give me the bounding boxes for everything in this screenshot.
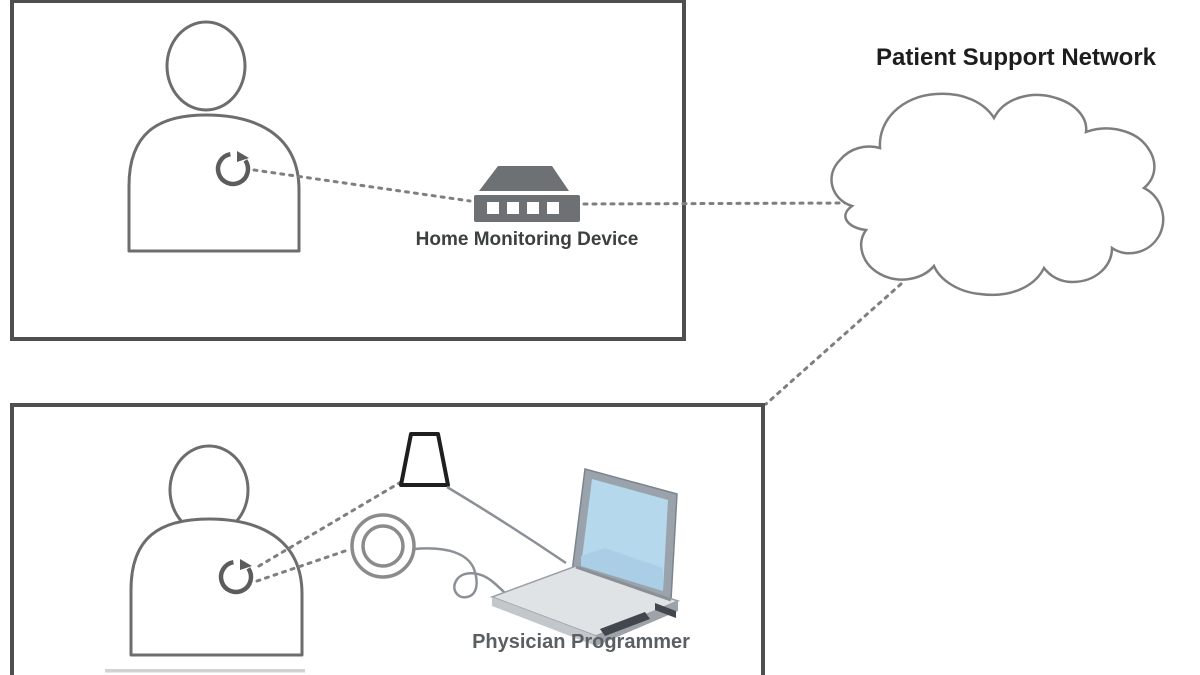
link-implant-to-antenna	[257, 480, 403, 568]
antenna-cable	[446, 485, 567, 565]
link-implant-to-monitor	[252, 168, 472, 203]
link-implant-to-wand	[255, 548, 350, 583]
patient-icon	[127, 20, 301, 253]
telemetry-antenna-icon	[399, 432, 450, 487]
programmer-wand-icon	[350, 513, 416, 579]
physician-programmer-label: Physician Programmer	[472, 631, 690, 653]
patient-icon	[129, 444, 304, 657]
laptop-icon	[489, 468, 681, 646]
link-monitor-to-network	[582, 201, 850, 206]
link-network-to-clinic	[764, 282, 903, 406]
home-monitoring-device-label: Home Monitoring Device	[415, 229, 639, 250]
wand-cable	[413, 547, 508, 599]
implanted-device-icon	[215, 151, 251, 187]
home-panel	[10, 0, 686, 341]
floor-line	[105, 669, 305, 673]
cloud-icon	[830, 92, 1165, 297]
implanted-device-icon	[218, 559, 254, 595]
patient-support-network-label: Patient Support Network	[875, 44, 1157, 71]
home-monitoring-device-icon	[474, 166, 580, 222]
